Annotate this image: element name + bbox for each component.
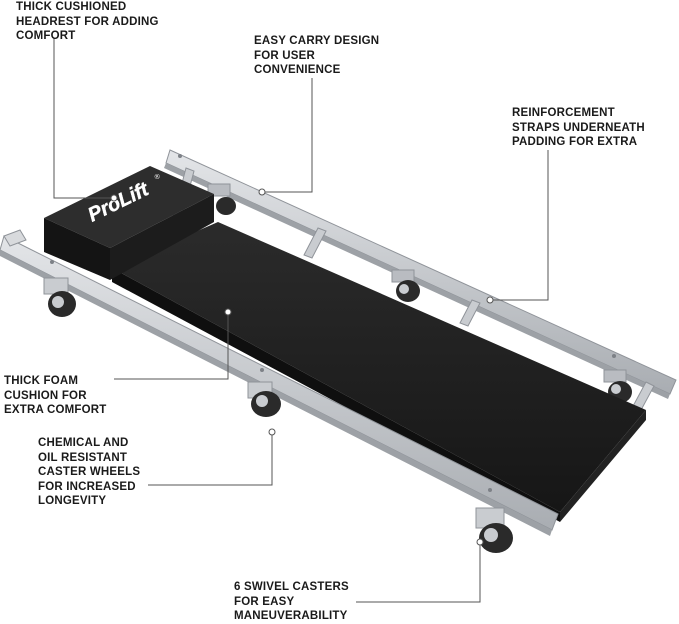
callout-line: FOR EASY bbox=[234, 595, 295, 608]
front-casters bbox=[43, 277, 513, 553]
caster-back-1 bbox=[207, 183, 236, 215]
callout-line: MANEUVERABILITY bbox=[234, 610, 348, 622]
callout-line: COMFORT bbox=[16, 30, 76, 42]
leader-swivel bbox=[356, 542, 481, 603]
callout-headrest: THICK CUSHIONED HEADREST FOR ADDING COMF… bbox=[16, 0, 159, 44]
foam-cushion-pad bbox=[112, 222, 646, 522]
callout-line: PADDING FOR EXTRA bbox=[512, 136, 638, 148]
logo-trademark: ® bbox=[153, 172, 162, 182]
callout-line: EXTRA COMFORT bbox=[4, 404, 107, 416]
callout-line: EASY CARRY DESIGN bbox=[254, 35, 380, 47]
front-rail bbox=[0, 229, 559, 536]
callout-caster-wheels: CHEMICAL AND OIL RESISTANT CASTER WHEELS… bbox=[38, 436, 140, 509]
caster-front-2 bbox=[247, 381, 281, 417]
caster-front-1 bbox=[43, 277, 76, 317]
leader-carry bbox=[262, 78, 313, 193]
back-rail bbox=[164, 149, 677, 399]
leader-straps bbox=[490, 150, 549, 301]
leader-wheels bbox=[148, 432, 273, 486]
headrest bbox=[44, 166, 214, 280]
callout-swivel-casters: 6 SWIVEL CASTERS FOR EASY MANEUVERABILIT… bbox=[234, 580, 349, 624]
callout-line: LONGEVITY bbox=[38, 495, 107, 507]
callout-line: HEADREST FOR ADDING bbox=[16, 15, 159, 28]
caster-back-2 bbox=[391, 269, 420, 302]
callout-leader-lines bbox=[53, 38, 549, 603]
callout-line: CASTER WHEELS bbox=[38, 466, 141, 478]
callout-line: THICK CUSHIONED bbox=[16, 1, 127, 13]
callout-line: FOR INCREASED bbox=[38, 480, 136, 493]
callout-line: CONVENIENCE bbox=[254, 64, 341, 76]
callout-line: THICK FOAM bbox=[4, 375, 79, 387]
callout-leader-dots bbox=[110, 188, 494, 546]
callout-line: 6 SWIVEL CASTERS bbox=[234, 581, 349, 593]
callout-reinforcement-straps: REINFORCEMENT STRAPS UNDERNEATH PADDING … bbox=[512, 106, 645, 150]
callout-easy-carry: EASY CARRY DESIGN FOR USER CONVENIENCE bbox=[254, 34, 379, 78]
callout-line: CUSHION FOR bbox=[4, 389, 87, 402]
leader-foam bbox=[114, 312, 229, 380]
callout-line: FOR USER bbox=[254, 49, 316, 62]
rivets bbox=[50, 154, 616, 492]
caster-front-3 bbox=[475, 507, 513, 553]
callout-line: OIL RESISTANT bbox=[38, 451, 128, 464]
callout-line: REINFORCEMENT bbox=[512, 107, 615, 119]
callout-foam-cushion: THICK FOAM CUSHION FOR EXTRA COMFORT bbox=[4, 374, 106, 418]
leader-headrest bbox=[53, 38, 114, 199]
callout-line: STRAPS UNDERNEATH bbox=[512, 121, 645, 134]
callout-line: CHEMICAL AND bbox=[38, 437, 129, 449]
